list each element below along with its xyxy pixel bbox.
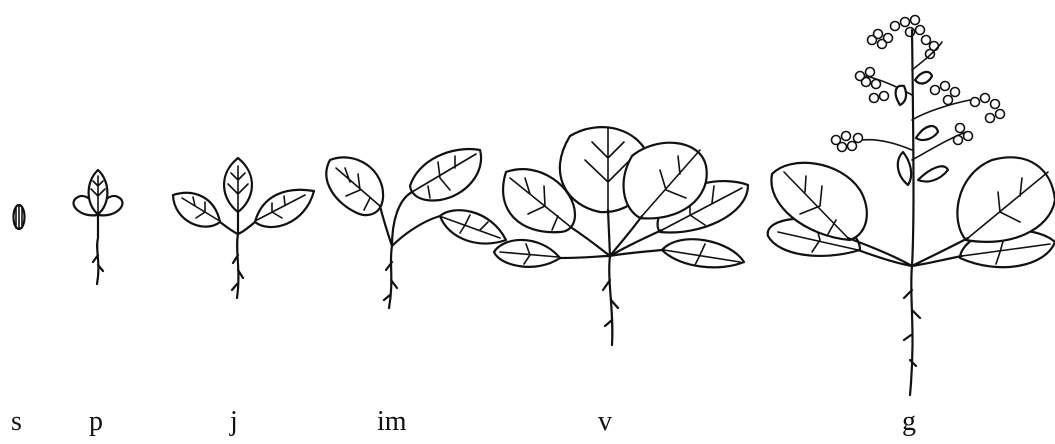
- stage-g-generative-drawing: [768, 16, 1055, 396]
- stage-label-v: v: [598, 408, 612, 436]
- stage-im-immature-drawing: [326, 149, 506, 308]
- stage-label-j: j: [230, 408, 238, 436]
- stage-v-virginal-drawing: [494, 127, 748, 345]
- stage-label-im: im: [377, 408, 407, 436]
- stage-j-juvenile-drawing: [173, 158, 314, 298]
- stage-p-seedling-drawing: [74, 170, 123, 284]
- stage-label-g: g: [902, 408, 916, 436]
- stage-label-s: s: [11, 408, 22, 436]
- stage-s-seed-drawing: [14, 205, 25, 229]
- stage-label-p: p: [89, 408, 103, 436]
